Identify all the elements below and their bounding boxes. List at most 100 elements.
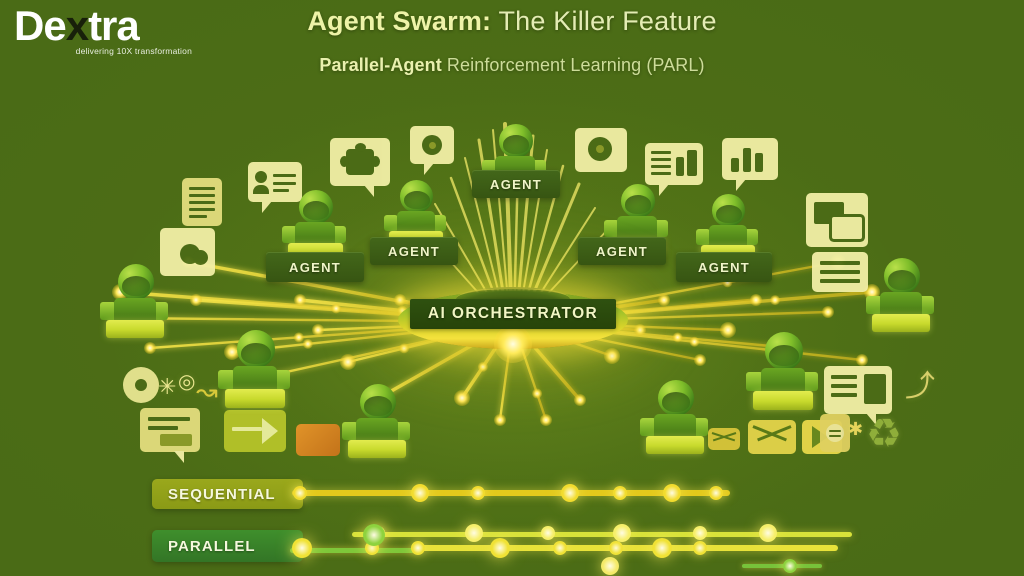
highlight-card-icon — [296, 424, 340, 456]
robot-shoulder-left — [603, 220, 619, 238]
agent-label: AGENT — [289, 259, 341, 275]
note-card-icon — [820, 414, 850, 452]
robot-visor — [302, 201, 330, 221]
connection-node — [856, 354, 868, 366]
robot-shoulder-right — [918, 296, 934, 314]
subtitle-bold: Parallel-Agent — [319, 55, 442, 75]
robot-shoulder-right — [431, 214, 447, 232]
gear-glyph-icon — [124, 368, 158, 402]
track-node — [411, 541, 425, 555]
page-subtitle: Parallel-Agent Reinforcement Learning (P… — [0, 55, 1024, 76]
robot-shoulder-right — [331, 226, 347, 244]
track-node — [783, 559, 797, 573]
doc-bubble-icon — [824, 366, 892, 425]
puzzle-piece-icon — [330, 138, 390, 197]
parallel-label: PARALLEL — [168, 537, 256, 555]
connection-node — [532, 388, 543, 399]
track-node — [601, 557, 619, 575]
robot-shoulder-left — [218, 370, 235, 389]
agent-robot[interactable] — [214, 328, 296, 418]
agent-robot[interactable] — [862, 256, 940, 342]
agent-badge[interactable]: AGENT — [472, 170, 560, 198]
connection-node — [294, 294, 306, 306]
track-node — [613, 486, 627, 500]
progress-track — [742, 564, 822, 568]
robot-shoulder-left — [640, 418, 656, 436]
connection-node — [694, 354, 706, 366]
logo-wordmark: Dextra — [14, 4, 194, 48]
connection-node — [190, 294, 202, 306]
robot-shoulder-left — [281, 226, 297, 244]
logo-tagline: delivering 10X transformation — [75, 46, 192, 56]
track-node — [613, 524, 631, 542]
robot-visor — [502, 135, 530, 155]
robot-plate — [872, 314, 930, 332]
robot-shoulder-right — [152, 302, 168, 320]
gear-card-icon — [575, 128, 627, 172]
connection-node — [672, 332, 683, 343]
agent-robot[interactable] — [338, 382, 416, 468]
agent-robot[interactable] — [742, 330, 824, 420]
robot-visor — [364, 396, 392, 416]
agent-robot[interactable] — [636, 378, 714, 464]
track-node — [293, 486, 307, 500]
progress-track — [292, 490, 730, 496]
connection-node — [634, 324, 646, 336]
robot-shoulder-left — [695, 228, 711, 246]
robot-visor — [241, 342, 271, 364]
agent-robot[interactable] — [96, 262, 174, 348]
track-node — [663, 484, 681, 502]
robot-plate — [752, 390, 814, 410]
robot-shoulder-right — [800, 372, 818, 391]
robot-shoulder-left — [342, 422, 358, 440]
ai-orchestrator-hub[interactable]: AI ORCHESTRATOR — [398, 285, 628, 363]
connection-node — [770, 295, 781, 306]
connection-node — [494, 414, 506, 426]
robot-shoulder-right — [692, 418, 708, 436]
agent-label: AGENT — [698, 259, 750, 275]
gears-icon — [160, 228, 215, 276]
robot-visor — [403, 190, 430, 210]
hub-label-band: AI ORCHESTRATOR — [410, 299, 616, 329]
robot-visor — [769, 344, 799, 366]
robot-shoulder-right — [272, 370, 290, 389]
progress-track — [352, 532, 852, 537]
subtitle-light: Reinforcement Learning (PARL) — [441, 55, 705, 75]
lines-card-icon — [812, 252, 868, 292]
agent-badge[interactable]: AGENT — [578, 237, 666, 265]
hub-core-flare — [494, 325, 532, 363]
agent-label: AGENT — [596, 243, 648, 259]
sequential-badge[interactable]: SEQUENTIAL — [152, 479, 303, 509]
curve-arrow-icon: ⤴ — [905, 370, 935, 403]
track-node — [541, 526, 555, 540]
logo-text-x: x — [65, 2, 89, 49]
parallel-badge[interactable]: PARALLEL — [152, 530, 303, 562]
agent-badge[interactable]: AGENT — [676, 252, 772, 282]
send-card-icon — [224, 410, 286, 452]
robot-visor — [888, 270, 916, 290]
connection-node — [331, 303, 342, 314]
progress-track — [290, 548, 420, 553]
connection-node — [312, 324, 324, 336]
title-light: The Killer Feature — [491, 6, 717, 36]
connection-node — [540, 414, 552, 426]
robot-visor — [624, 195, 652, 215]
robot-shoulder-right — [394, 422, 410, 440]
track-node — [465, 524, 483, 542]
agent-label: AGENT — [490, 176, 542, 192]
title-bold: Agent Swarm: — [307, 6, 492, 36]
agent-badge[interactable]: AGENT — [370, 237, 458, 265]
agent-badge[interactable]: AGENT — [266, 252, 364, 282]
robot-visor — [662, 392, 690, 412]
robot-plate — [224, 388, 286, 408]
sequential-label: SEQUENTIAL — [168, 485, 276, 503]
dextra-logo: Dextra delivering 10X transformation — [14, 4, 194, 62]
robot-visor — [715, 204, 742, 224]
page-title: Agent Swarm: The Killer Feature — [0, 6, 1024, 37]
track-node — [292, 538, 312, 558]
robot-shoulder-left — [100, 302, 116, 320]
connection-node — [689, 336, 700, 347]
progress-track — [418, 545, 838, 551]
robot-shoulder-right — [743, 228, 759, 246]
robot-shoulder-left — [746, 372, 763, 391]
